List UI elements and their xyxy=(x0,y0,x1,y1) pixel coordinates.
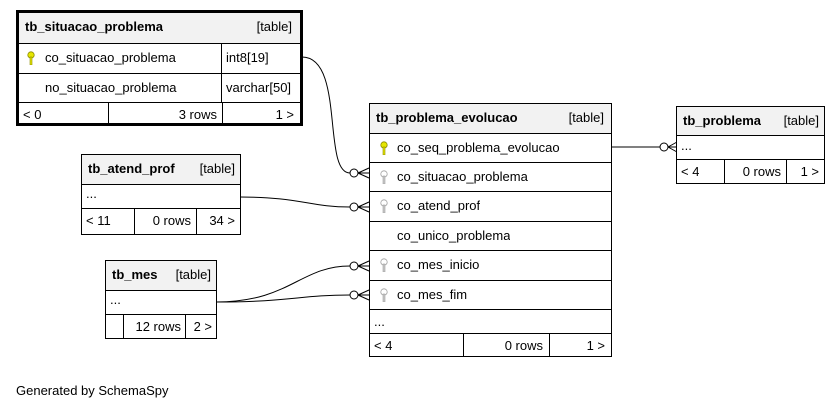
column-row[interactable]: co_seq_problema_evolucao xyxy=(370,133,611,162)
crowsfoot-icon xyxy=(357,201,370,213)
ellipsis: ... xyxy=(374,314,385,329)
crowsfoot-icon xyxy=(357,167,370,179)
crowsfoot-circle-icon xyxy=(349,202,359,212)
table-name: tb_problema xyxy=(683,113,762,128)
column-name: co_unico_problema xyxy=(397,228,511,243)
table-name: tb_atend_prof xyxy=(88,161,175,176)
column-name: co_atend_prof xyxy=(397,198,481,213)
ellipsis-row: ... xyxy=(677,135,824,159)
table-name: tb_problema_evolucao xyxy=(376,110,518,125)
crowsfoot-circle-icon xyxy=(349,261,359,271)
column-row[interactable]: co_unico_problema xyxy=(370,221,611,250)
column-row[interactable]: co_mes_inicio xyxy=(370,250,611,280)
table-problema[interactable]: tb_problema [table] ... < 4 0 rows 1 > xyxy=(676,106,825,184)
ellipsis-row: ... xyxy=(82,184,240,208)
row-count: 12 rows xyxy=(123,315,185,338)
ellipsis-row: ... xyxy=(106,290,216,314)
table-type: [table] xyxy=(175,267,211,282)
column-row[interactable]: co_situacao_problema xyxy=(370,162,611,191)
table-footer: < 0 3 rows 1 > xyxy=(19,102,300,126)
parents-count[interactable]: < 4 xyxy=(681,164,700,179)
table-footer: < 4 0 rows 1 > xyxy=(677,159,824,183)
primary-key-icon xyxy=(380,141,388,155)
table-situacao-problema[interactable]: tb_situacao_problema [table] co_situacao… xyxy=(16,10,303,126)
column-row[interactable]: co_mes_fim xyxy=(370,280,611,309)
children-count[interactable]: 1 > xyxy=(549,334,611,356)
table-footer: < 4 0 rows 1 > xyxy=(370,333,611,356)
row-count: 0 rows xyxy=(724,160,786,183)
children-count[interactable]: 1 > xyxy=(786,160,824,183)
crowsfoot-circle-icon xyxy=(349,168,359,178)
ellipsis: ... xyxy=(681,138,692,153)
column-row[interactable]: no_situacao_problema varchar[50] xyxy=(19,73,300,102)
table-type: [table] xyxy=(256,19,292,34)
column-name: co_seq_problema_evolucao xyxy=(397,140,560,155)
children-count[interactable]: 1 > xyxy=(222,103,300,126)
children-count[interactable]: 2 > xyxy=(185,315,216,338)
table-name: tb_situacao_problema xyxy=(25,19,163,34)
foreign-key-icon xyxy=(380,199,388,213)
generated-by-text: Generated by SchemaSpy xyxy=(16,383,169,398)
table-header[interactable]: tb_atend_prof [table] xyxy=(82,155,240,184)
parents-count[interactable]: < 11 xyxy=(86,213,111,228)
column-name: no_situacao_problema xyxy=(45,80,177,95)
column-row[interactable]: co_situacao_problema int8[19] xyxy=(19,43,300,73)
column-name: co_situacao_problema xyxy=(45,50,176,65)
table-type: [table] xyxy=(568,110,604,125)
ellipsis-row: ... xyxy=(370,309,611,333)
crowsfoot-circle-icon xyxy=(659,142,669,152)
table-problema-evolucao[interactable]: tb_problema_evolucao [table] co_seq_prob… xyxy=(369,103,612,357)
crowsfoot-icon xyxy=(357,289,370,301)
column-name: co_situacao_problema xyxy=(397,169,528,184)
parents-count[interactable] xyxy=(110,315,124,338)
table-type: [table] xyxy=(199,161,235,176)
parents-count[interactable]: < 4 xyxy=(374,338,393,353)
foreign-key-icon xyxy=(380,288,388,302)
row-count: 0 rows xyxy=(463,334,549,356)
crowsfoot-icon xyxy=(357,260,370,272)
table-atend-prof[interactable]: tb_atend_prof [table] ... < 11 0 rows 34… xyxy=(81,154,241,235)
crowsfoot-icon xyxy=(667,141,678,153)
table-type: [table] xyxy=(783,113,819,128)
foreign-key-icon xyxy=(380,170,388,184)
crowsfoot-circle-icon xyxy=(349,290,359,300)
column-type: varchar[50] xyxy=(221,74,300,102)
column-name: co_mes_fim xyxy=(397,287,468,302)
primary-key-icon xyxy=(27,51,35,65)
ellipsis: ... xyxy=(110,292,121,307)
ellipsis: ... xyxy=(86,186,97,201)
foreign-key-icon xyxy=(380,258,388,272)
column-name: co_mes_inicio xyxy=(397,257,480,272)
children-count[interactable]: 34 > xyxy=(196,209,240,234)
relationship-mes-fim xyxy=(215,294,351,303)
table-name: tb_mes xyxy=(112,267,158,282)
relationship-mes-inicio xyxy=(215,265,351,303)
relationship-situacao xyxy=(301,56,351,174)
parents-count[interactable]: < 0 xyxy=(23,107,42,122)
column-row[interactable]: co_atend_prof xyxy=(370,191,611,221)
table-header[interactable]: tb_situacao_problema [table] xyxy=(19,13,300,43)
table-header[interactable]: tb_problema [table] xyxy=(677,107,824,135)
column-type: int8[19] xyxy=(221,44,300,73)
table-mes[interactable]: tb_mes [table] ... 12 rows 2 > xyxy=(105,260,217,339)
row-count: 3 rows xyxy=(108,103,222,126)
table-footer: 12 rows 2 > xyxy=(106,314,216,338)
row-count: 0 rows xyxy=(134,209,196,234)
table-header[interactable]: tb_problema_evolucao [table] xyxy=(370,104,611,133)
relationship-atend-prof xyxy=(239,196,351,208)
table-footer: < 11 0 rows 34 > xyxy=(82,208,240,234)
table-header[interactable]: tb_mes [table] xyxy=(106,261,216,290)
